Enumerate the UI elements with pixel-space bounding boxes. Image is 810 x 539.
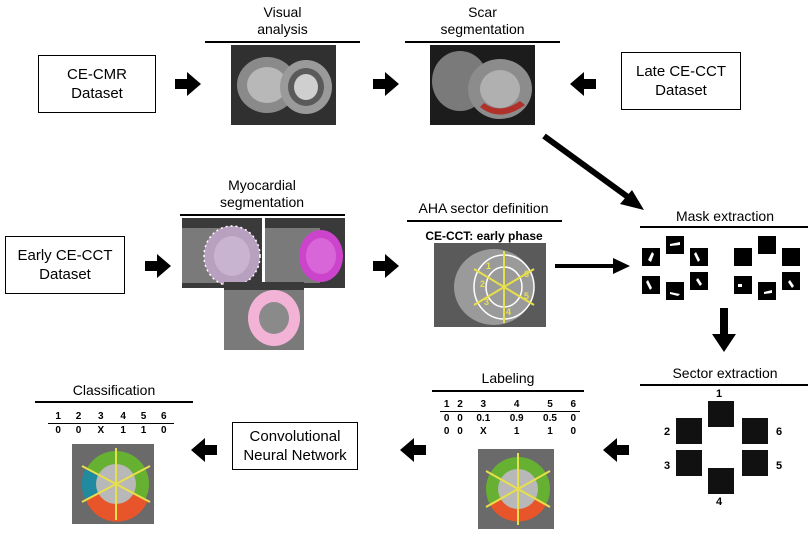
arrow-left-icon [400,438,426,462]
sector-label: 3 [664,460,671,472]
arrow-left-icon [570,72,596,96]
diagonal-arrow-icon [542,133,644,210]
arrow-down-icon [712,308,736,352]
aha-number: 3 [484,297,489,307]
sector-label: 4 [716,496,723,508]
aha-number: 1 [486,261,491,271]
sector-extraction-rule [640,384,808,386]
sector-panel: 1 2 6 3 5 4 [664,388,794,508]
aha-number: 6 [524,269,529,279]
mask-grid [640,234,805,302]
sector-tile [676,450,702,476]
arrow-icon [373,72,399,96]
aha-image: 1 2 3 4 5 6 [434,243,546,327]
arrow-icon [373,254,399,278]
aha-sector-rule [407,220,562,222]
arrow-icon [145,254,171,278]
sector-label: 5 [776,460,783,472]
cmr-image [231,45,336,125]
labeling-title: Labeling [481,370,535,386]
arrow-icon [175,72,201,96]
labeling-image [478,449,554,529]
cnn-box: Convolutional Neural Network [232,422,358,470]
sector-tile [708,468,734,494]
classification-rule [35,401,193,403]
long-arrow-icon [555,258,630,274]
sector-tile [708,401,734,427]
aha-number: 2 [480,279,485,289]
sector-extraction-title: Sector extraction [672,365,778,381]
classification-image [72,444,154,524]
aha-number: 5 [524,291,529,301]
early-ce-cct-dataset-box: Early CE-CCT Dataset [5,236,125,294]
sector-tile [676,418,702,444]
myo-image-contour [182,218,262,288]
mask-extraction-title: Mask extraction [675,208,775,224]
scar-segmentation-title: Scar segmentation [440,4,525,37]
mask-extraction-rule [640,226,808,228]
myo-image-pink [224,282,304,350]
myocardial-segmentation-title: Myocardial segmentation [219,177,305,210]
ce-cmr-dataset-box: CE-CMR Dataset [38,55,156,113]
aha-number: 4 [506,307,511,317]
arrow-left-icon [603,438,629,462]
scar-segmentation-rule [405,41,560,43]
sector-label: 6 [776,426,783,438]
scar-image [430,45,535,125]
aha-sector-title: AHA sector definition [418,200,549,216]
myo-image-magenta [265,218,345,288]
visual-analysis-rule [205,41,360,43]
sector-label: 1 [716,388,723,400]
sector-label: 2 [664,426,671,438]
visual-analysis-title: Visual analysis [257,4,308,37]
classification-title: Classification [72,382,156,398]
sector-tile [742,418,768,444]
myocardial-segmentation-rule [180,214,345,216]
labeling-rule [432,390,584,392]
sector-tile [742,450,768,476]
late-ce-cct-dataset-box: Late CE-CCT Dataset [621,52,741,110]
arrow-left-icon [191,438,217,462]
aha-sector-subtitle: CE-CCT: early phase [425,229,543,243]
